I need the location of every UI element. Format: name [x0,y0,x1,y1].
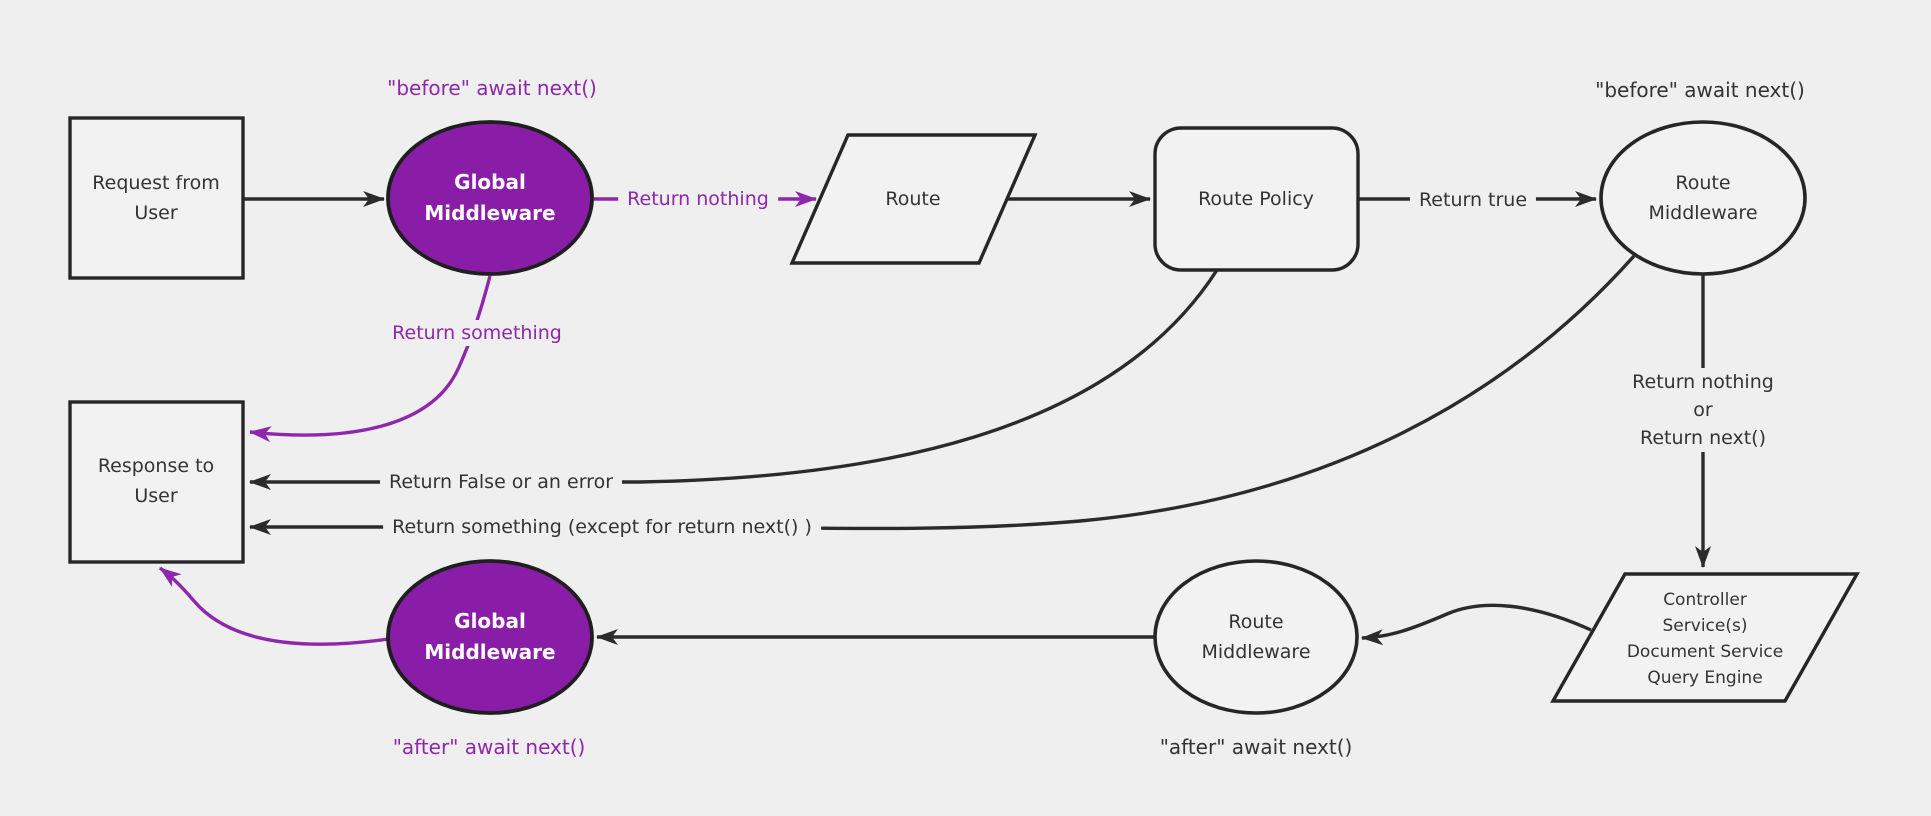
after-await-next-global-label: "after" await next() [392,735,586,759]
route-policy-node-shape [1153,126,1360,272]
route-node-label: Route [885,188,941,210]
before-await-next-global-label: "before" await next() [387,76,597,100]
global-middleware-bottom-shape [386,559,594,715]
return-nothing-label: Return nothing [618,186,778,212]
global-middleware-top-shape [386,120,594,276]
route-middleware-bottom-label: Route Middleware [1201,611,1311,663]
request-node-label: Request from User [92,172,220,224]
after-await-next-route-label: "after" await next() [1159,735,1353,759]
edge-global-bottom-to-response [158,566,390,646]
edge-global-top-to-response [249,275,492,443]
response-node-label: Response to User [97,455,215,507]
controller-node-shape [1550,572,1860,703]
return-something-except-label: Return something (except for return next… [383,514,821,540]
global-middleware-top-label: Global Middleware [424,170,556,225]
return-something-label: Return something [383,320,571,346]
edge-controller-to-route-mw-bottom [1361,603,1592,646]
route-middleware-top-label: Route Middleware [1648,172,1758,224]
return-true-label: Return true [1409,187,1537,213]
return-nothing-or-next-label: Return nothing or Return next() [1623,368,1783,452]
route-middleware-top-shape [1599,120,1807,276]
controller-node-label: Controller Service(s) Document Service Q… [1626,590,1784,688]
response-node-shape [68,400,245,564]
return-false-or-error-label: Return False or an error [379,469,623,495]
route-policy-node-label: Route Policy [1198,188,1314,210]
route-middleware-bottom-shape [1153,559,1359,715]
before-await-next-route-label: "before" await next() [1595,78,1805,102]
global-middleware-bottom-label: Global Middleware [424,609,556,664]
route-node-shape [789,133,1038,265]
edge-route-policy-to-response [249,269,1219,490]
request-node-shape [68,116,245,280]
